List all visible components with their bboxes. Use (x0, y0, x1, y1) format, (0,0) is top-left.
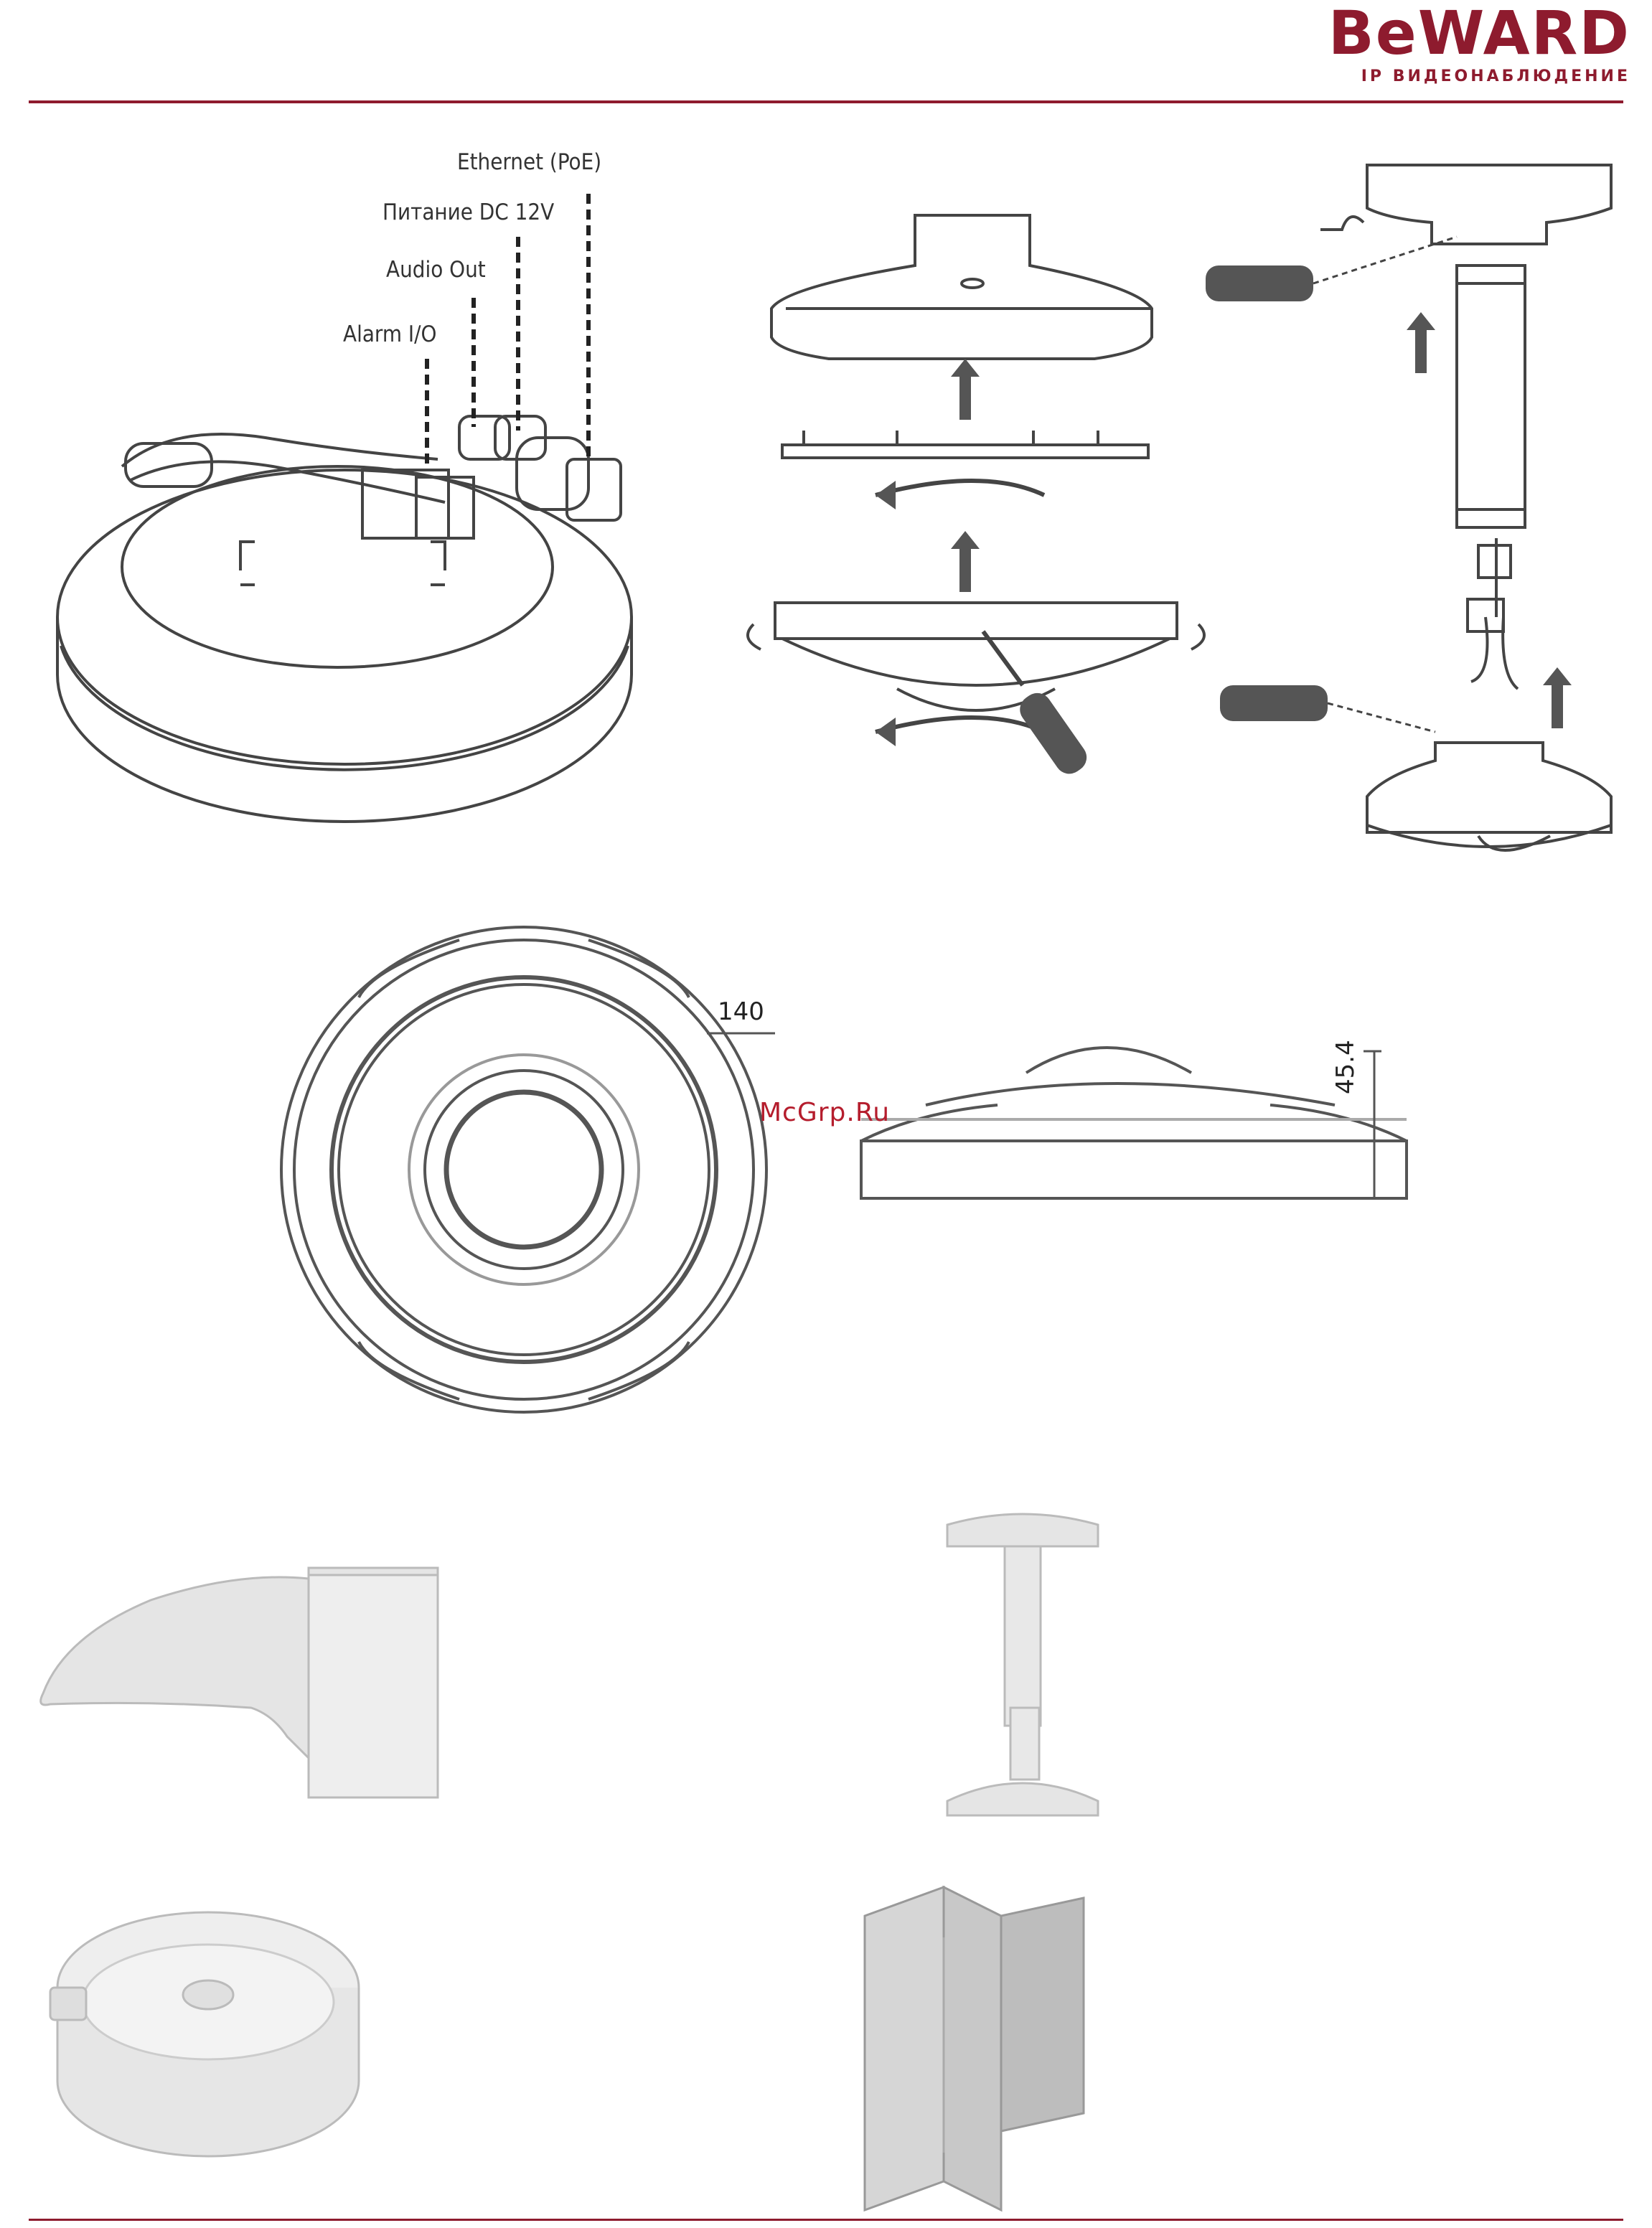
footer-rule (29, 2219, 1623, 2221)
